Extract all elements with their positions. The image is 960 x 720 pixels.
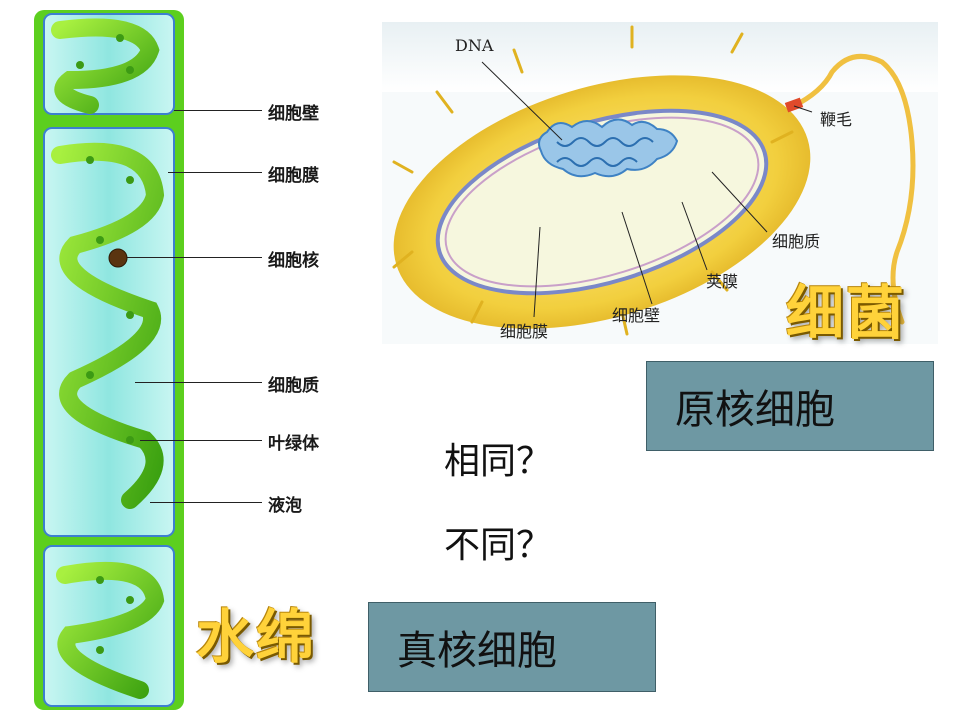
bacterium-illustration [382, 22, 938, 344]
title-bacteria: 细菌 [786, 279, 907, 347]
title-spirogyra: 水绵 [196, 603, 317, 671]
nucleus-dot [108, 248, 128, 268]
label-cell-membrane: 细胞膜 [268, 166, 319, 186]
label-nucleus: 细胞核 [268, 251, 319, 271]
spirogyra-illustration [34, 10, 184, 710]
chloroplast-spiral-top [51, 18, 160, 114]
label-cell-wall: 细胞壁 [268, 104, 319, 124]
label-bact-cell-wall: 细胞壁 [612, 306, 661, 325]
leader-line-cell-wall [174, 110, 262, 111]
leader-line-cytoplasm [135, 382, 262, 383]
label-vacuole: 液泡 [268, 496, 302, 516]
label-dna: DNA [455, 36, 494, 55]
question-different: 不同？ [444, 525, 553, 566]
label-flagellum: 鞭毛 [820, 110, 853, 129]
leader-line-vacuole [150, 502, 262, 503]
box-eukaryotic-cell: 真核细胞 [368, 602, 656, 692]
chloroplast-spiral-middle [51, 142, 165, 509]
chloroplast-spiral-bottom [56, 561, 165, 699]
leader-line-chloroplast [140, 440, 262, 441]
label-bact-cell-membrane: 细胞膜 [500, 322, 549, 341]
question-same: 相同？ [444, 441, 553, 482]
box-prokaryotic-cell: 原核细胞 [646, 361, 934, 451]
label-cytoplasm: 细胞质 [268, 376, 319, 396]
leader-line-nucleus [127, 257, 262, 258]
leader-line-cell-membrane [168, 172, 262, 173]
label-capsule: 荚膜 [706, 272, 739, 291]
label-bact-cytoplasm: 细胞质 [772, 232, 821, 251]
flagellum-shape [789, 53, 916, 325]
label-chloroplast: 叶绿体 [268, 434, 319, 454]
